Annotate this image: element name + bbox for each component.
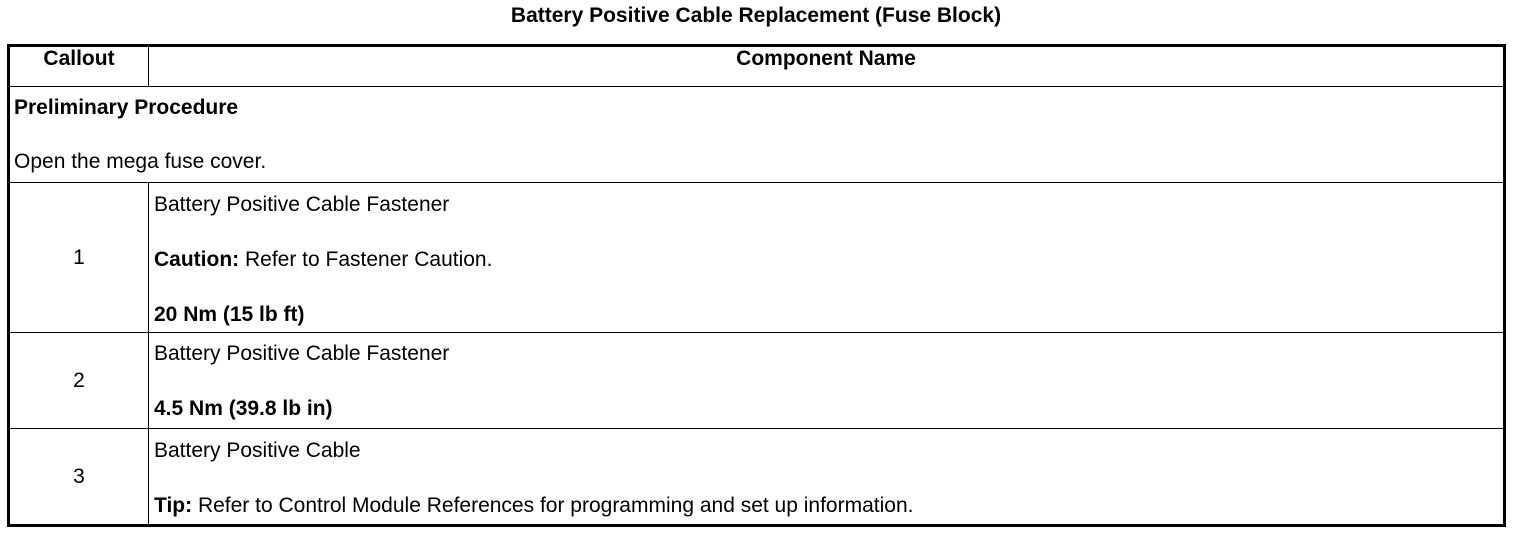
page-title: Battery Positive Cable Replacement (Fuse…: [510, 4, 1002, 27]
component-cell: Battery Positive Cable Fastener Caution:…: [148, 182, 1505, 333]
note-text: Refer to Fastener Caution.: [239, 248, 493, 271]
callout-number: 3: [8, 428, 149, 526]
table-row: 3 Battery Positive Cable Tip: Refer to C…: [8, 428, 1505, 526]
preliminary-row: Preliminary Procedure Open the mega fuse…: [8, 86, 1505, 183]
component-name: Battery Positive Cable Fastener: [154, 193, 450, 216]
callout-number: 2: [8, 332, 149, 429]
header-callout: Callout: [8, 45, 149, 87]
procedure-table: Callout Component Name Preliminary Proce…: [7, 44, 1506, 527]
table-row: 2 Battery Positive Cable Fastener 4.5 Nm…: [8, 332, 1505, 429]
component-name: Battery Positive Cable: [154, 439, 361, 462]
component-cell: Battery Positive Cable Fastener 4.5 Nm (…: [148, 332, 1505, 429]
preliminary-step: Open the mega fuse cover.: [14, 150, 267, 173]
note-text: Refer to Control Module References for p…: [192, 494, 914, 517]
preliminary-heading: Preliminary Procedure: [14, 96, 239, 119]
callout-number: 1: [8, 182, 149, 333]
table-header-row: Callout Component Name: [8, 45, 1505, 87]
table-row: 1 Battery Positive Cable Fastener Cautio…: [8, 182, 1505, 333]
torque-spec: 20 Nm (15 lb ft): [154, 303, 305, 326]
note-label: Tip:: [154, 494, 193, 517]
tip-note: Tip: Refer to Control Module References …: [154, 492, 1503, 520]
component-cell: Battery Positive Cable Tip: Refer to Con…: [148, 428, 1505, 526]
caution-note: Caution: Refer to Fastener Caution.: [154, 246, 1503, 274]
preliminary-cell: Preliminary Procedure Open the mega fuse…: [8, 86, 1505, 183]
note-label: Caution:: [154, 248, 240, 271]
torque-spec: 4.5 Nm (39.8 lb in): [154, 397, 333, 420]
component-name: Battery Positive Cable Fastener: [154, 342, 450, 365]
header-component-name: Component Name: [148, 45, 1505, 87]
